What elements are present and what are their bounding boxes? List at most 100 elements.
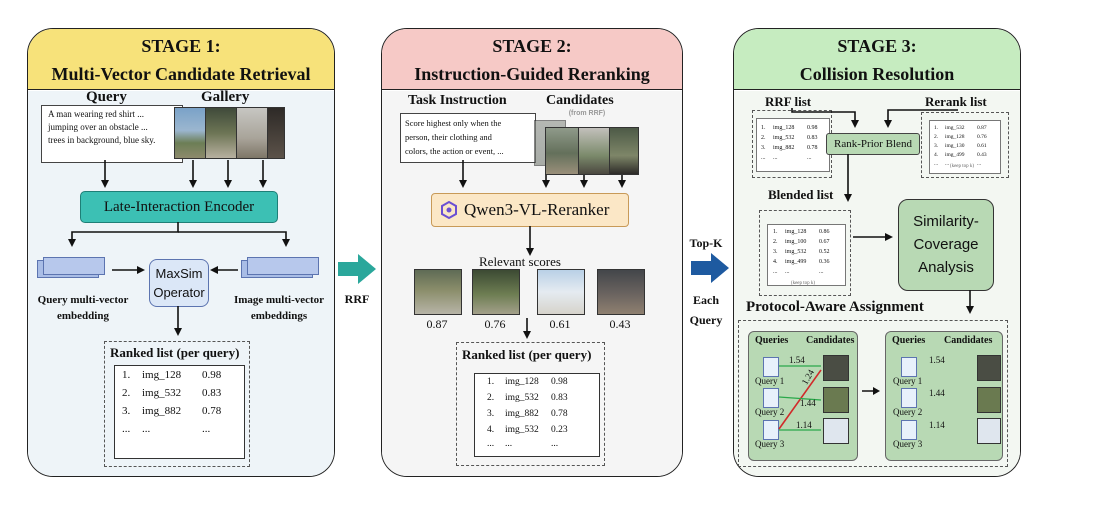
blended-list-label: Blended list [768,187,834,202]
keep-top-note: (keep top k) [790,281,816,286]
edge-weight: 1.44 [800,398,816,408]
candidate-thumb [977,418,1001,444]
query-label: Query 1 [755,376,785,386]
query-doc-icon [901,357,917,377]
blended-list [759,210,851,296]
stage2-subtitle: Instruction-Guided Reranking [414,64,650,84]
queries-header: Queries [892,335,926,346]
maxsim-line: MaxSim [155,266,203,281]
query-doc-icon [763,357,779,377]
qwen-reranker: Qwen3-VL-Reranker [431,193,629,227]
assignment-title: Protocol-Aware Assignment [746,299,924,315]
query-label: Query 3 [893,439,923,449]
rank-prior-blend: Rank-Prior Blend [826,133,920,155]
query-label: Query 2 [893,407,923,417]
rerank-list [921,112,1009,178]
scored-image [472,269,520,315]
rrf-list-label: RRF list [765,94,812,109]
image-embedding-label: Image multi-vector embeddings [229,292,329,324]
stage2-ranked-list [456,342,605,466]
list-item: ......... [934,161,982,167]
list-item: ......... [761,155,812,161]
query-text-line: A man wearing red shirt ... [48,109,144,119]
similarity-coverage-analysis: Similarity- Coverage Analysis [898,199,994,291]
stage1-ranked-title: Ranked list (per query) [110,345,240,360]
topk-label: Top-K [689,236,723,250]
score-value: 0.43 [609,317,631,331]
gallery-label: Gallery [201,89,250,105]
edge-weight: 1.14 [929,420,945,430]
stage1-subtitle: Multi-Vector Candidate Retrieval [51,64,311,84]
score-value: 0.87 [426,317,448,331]
rerank-list-label: Rerank list [925,94,987,109]
analysis-line: Analysis [918,259,974,276]
score-value: 0.61 [549,317,571,331]
task-text-line: colors, the action or event, ... [405,146,504,156]
candidate-thumb [823,387,849,413]
maxsim-operator: MaxSim Operator [149,259,209,307]
each-line: Each [692,293,719,307]
stage3-header: STAGE 3: Collision Resolution [734,29,1020,90]
edge-weight: 1.54 [789,355,805,365]
image-embedding-icon [241,256,321,278]
task-text-line: Score highest only when the [405,118,502,128]
rrf-label: RRF [344,292,370,306]
task-text-box: Score highest only when the person, thei… [400,113,536,163]
query-label: Query 1 [893,376,923,386]
topk-arrow-icon [691,253,729,283]
stage2-title: STAGE 2: [492,36,572,56]
candidate-thumb [977,387,1001,413]
query-doc-icon [763,420,779,440]
scored-image [597,269,645,315]
reranker-label: Qwen3-VL-Reranker [464,200,610,219]
stage1-header: STAGE 1: Multi-Vector Candidate Retrieva… [28,29,334,90]
assign-arrow-icon [862,385,880,397]
list-item: ......... [773,269,824,275]
stage2-ranked-title: Ranked list (per query) [462,347,592,362]
query-text-line: trees in background, blue sky. [48,135,156,145]
query-text-line: jumping over an obstacle ... [48,122,148,132]
query-embedding-label: Query multi-vector embedding [31,292,135,324]
query-label: Query [86,89,127,105]
candidate-thumb [977,355,1001,381]
query-emb-line: Query multi-vector [37,294,129,306]
keep-top-note: (keep top k) [949,164,975,169]
gallery-image [267,107,285,159]
edge-weight: 1.44 [929,388,945,398]
candidates-header: Candidates [806,335,855,346]
assignment-frame [738,320,1008,467]
query-doc-icon [901,388,917,408]
stage2-header: STAGE 2: Instruction-Guided Reranking [382,29,682,90]
rrf-arrow-icon [338,254,376,284]
query-line: Query [689,313,723,327]
list-item: ......... [487,439,559,449]
query-embedding-icon [37,256,107,278]
query-emb-line: embedding [57,310,109,322]
score-value: 0.76 [484,317,506,331]
query-doc-icon [901,420,917,440]
stage1-title: STAGE 1: [141,36,221,56]
candidate-thumb [823,418,849,444]
scored-image [414,269,462,315]
candidate-thumb [823,355,849,381]
query-label: Query 3 [755,439,785,449]
candidate-image [545,127,579,175]
